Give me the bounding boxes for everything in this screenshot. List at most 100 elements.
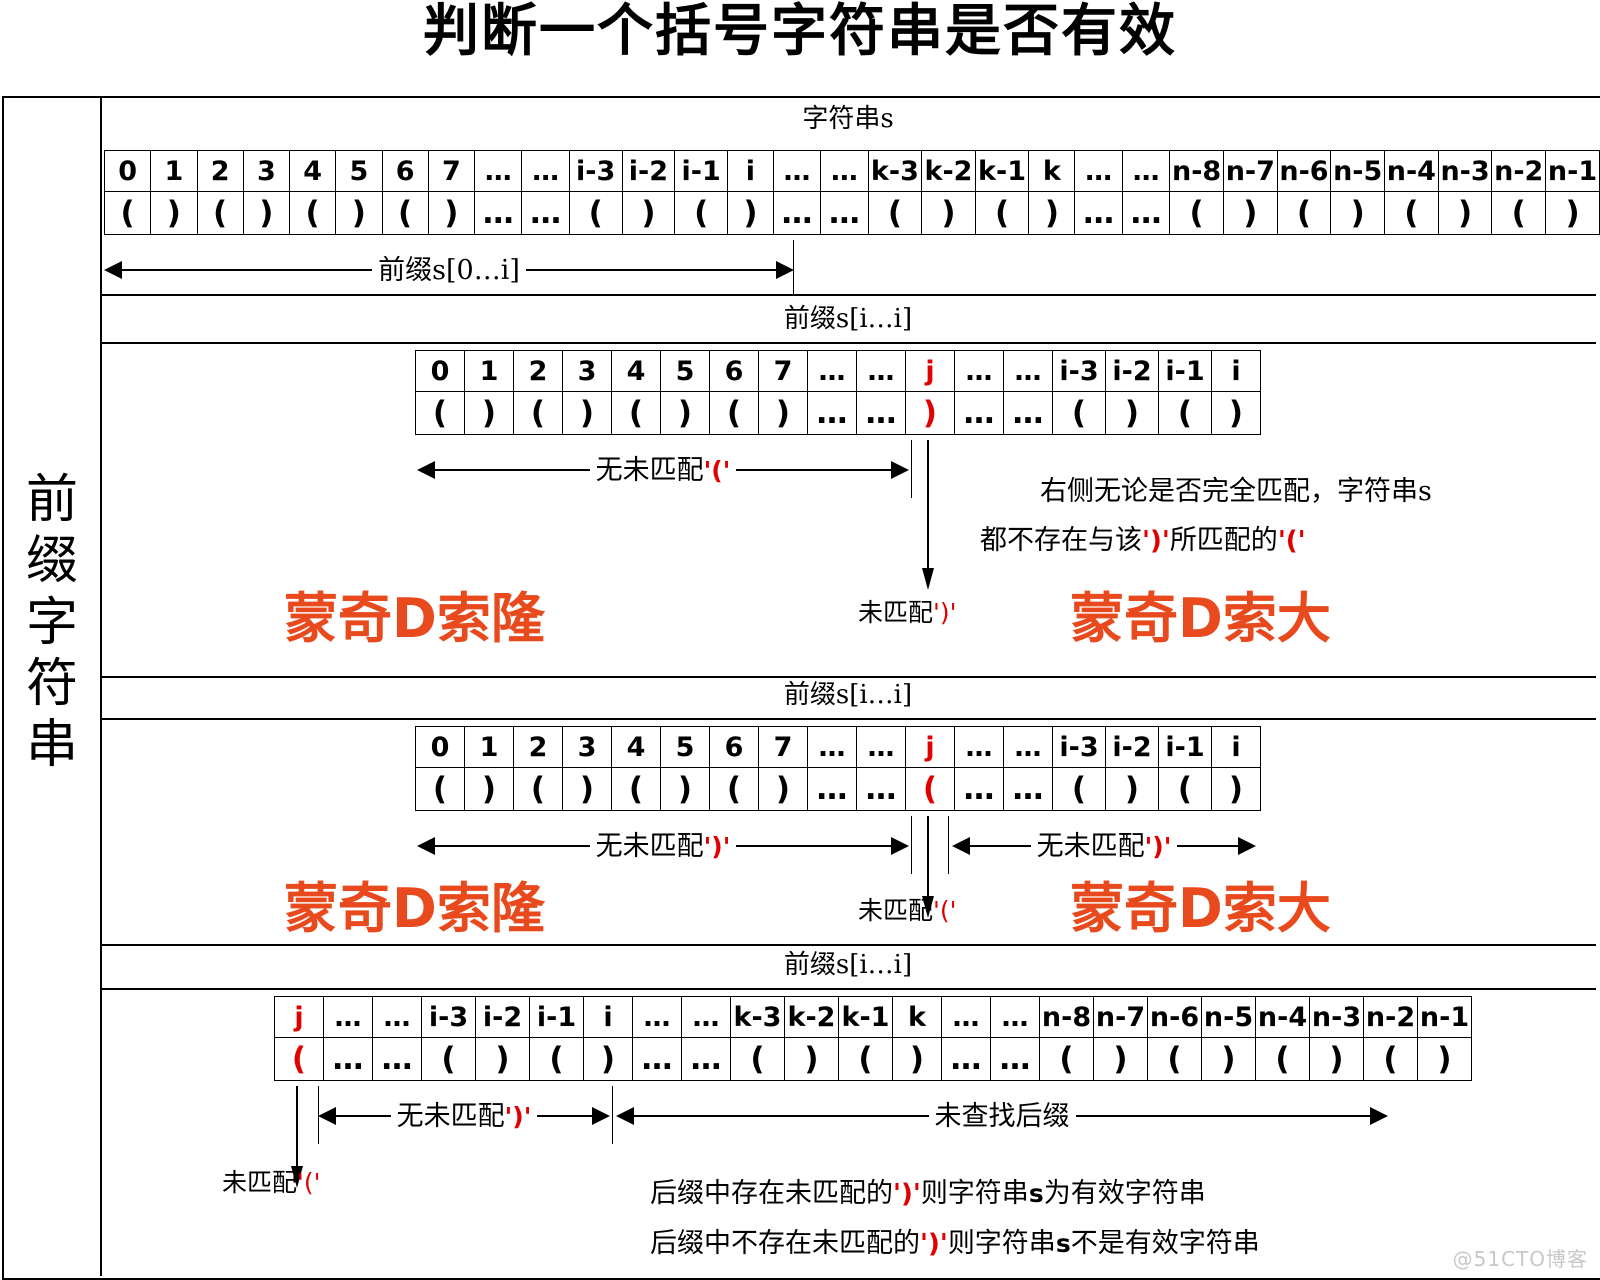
value-cell: ) [583, 1037, 633, 1081]
unmatched-label-prefix: 未匹配 [858, 598, 934, 627]
range-line [736, 845, 892, 847]
conclusion1-b: ')' [893, 1179, 921, 1209]
index-cell: 2 [196, 150, 244, 192]
vlabel-char-2: 字 [25, 592, 78, 653]
index-cell: k-3 [730, 996, 785, 1038]
index-cell: … [473, 150, 523, 192]
range-line [1075, 1115, 1370, 1117]
index-cell: 5 [660, 350, 710, 392]
value-cell: ( [1363, 1037, 1418, 1081]
index-cell: i [583, 996, 633, 1038]
arrow-right-icon [1370, 1107, 1388, 1125]
value-cell: ) [475, 1037, 530, 1081]
range-line [336, 1115, 391, 1117]
value-cell: ( [709, 391, 759, 435]
value-cell: ( [421, 1037, 476, 1081]
index-cell: n-5 [1330, 150, 1386, 192]
value-cell: ( [1158, 391, 1212, 435]
range-start-tick [318, 1086, 319, 1144]
section2-orange-right: 蒙奇D索大 [1070, 587, 1331, 650]
left-vertical-label: 前 缀 字 符 串 [10, 470, 94, 777]
value-cell: ( [974, 191, 1030, 235]
value-cell: ( [1052, 391, 1106, 435]
index-cell: … [521, 150, 570, 192]
value-cell: ( [1255, 1037, 1310, 1081]
value-cell: ( [838, 1037, 893, 1081]
index-cell: n-4 [1255, 996, 1310, 1038]
unmatched-label-prefix: 未匹配 [858, 896, 934, 925]
index-cell: n-4 [1384, 150, 1439, 192]
value-cell: … [807, 391, 857, 435]
index-cell: 1 [464, 350, 514, 392]
value-cell: … [954, 391, 1004, 435]
value-cell: ) [464, 391, 514, 435]
index-cell: 6 [381, 150, 429, 192]
index-cell: 1 [150, 150, 198, 192]
vlabel-char-1: 缀 [25, 531, 78, 592]
value-cell: ) [464, 767, 514, 811]
index-cell: i-1 [1158, 350, 1212, 392]
value-cell: ( [611, 767, 661, 811]
value-cell: ( [611, 391, 661, 435]
value-cell: ) [150, 191, 198, 235]
pointer-stem [927, 816, 929, 898]
index-cell: i [727, 150, 774, 192]
range-line [525, 269, 776, 271]
unsearched-suffix-label: 未查找后缀 [934, 1100, 1070, 1132]
conclusion-valid: 后缀中存在未匹配的')'则字符串s为有效字符串 [650, 1175, 1206, 1213]
value-cell: … [772, 191, 822, 235]
index-cell: 6 [709, 726, 759, 768]
value-cell: ) [892, 1037, 942, 1081]
section3-orange-left: 蒙奇D索隆 [284, 877, 545, 940]
pointer-stem [927, 440, 929, 570]
index-cell: … [372, 996, 422, 1038]
range-line [435, 845, 590, 847]
index-cell: 7 [427, 150, 476, 192]
range-end-tick [911, 440, 912, 498]
value-cell: ( [1039, 1037, 1094, 1081]
value-cell: ) [621, 191, 676, 235]
section1-caption-text: 字符串s [802, 104, 894, 134]
index-cell: … [632, 996, 682, 1038]
value-cell: ( [730, 1037, 785, 1081]
index-cell: 4 [611, 350, 661, 392]
index-cell: … [1074, 150, 1123, 192]
index-cell: 1 [464, 726, 514, 768]
no-unmatched-close-label-left: 无未匹配')' [590, 833, 737, 860]
value-cell: ( [513, 391, 563, 435]
value-cell: ) [784, 1037, 839, 1081]
index-cell: 4 [611, 726, 661, 768]
value-cell: ) [1417, 1037, 1472, 1081]
note-part-d: '(' [1277, 526, 1306, 556]
range-line [736, 469, 892, 471]
index-cell: 0 [103, 150, 152, 192]
conclusion2-c: 则字符串 [947, 1228, 1056, 1259]
section3-orange-right: 蒙奇D索大 [1070, 877, 1331, 940]
unmatched-close-label: 未匹配')' [858, 600, 957, 625]
range-line [122, 269, 373, 271]
value-cell: ( [415, 391, 465, 435]
value-cell: ( [1276, 191, 1332, 235]
value-cell: ( [1052, 767, 1106, 811]
arrow-right-icon [592, 1107, 611, 1125]
suffix-unmatched-open-label: 未匹配'(' [222, 1170, 321, 1195]
arrow-right-icon [891, 461, 910, 479]
index-cell: 3 [562, 726, 612, 768]
index-cell: … [856, 350, 906, 392]
value-cell: ) [905, 391, 955, 435]
value-cell: ) [758, 391, 808, 435]
index-cell: 0 [415, 350, 465, 392]
value-cell: ) [1093, 1037, 1148, 1081]
value-cell: … [990, 1037, 1040, 1081]
value-cell: … [1003, 391, 1053, 435]
range-label-prefix: 无未匹配 [595, 830, 704, 862]
index-cell: … [1003, 726, 1053, 768]
diagram-frame [2, 96, 1600, 1280]
index-cell: n-1 [1545, 150, 1600, 192]
value-cell: ) [1309, 1037, 1364, 1081]
range-end-tick [612, 1086, 613, 1144]
range-line [1177, 845, 1239, 847]
